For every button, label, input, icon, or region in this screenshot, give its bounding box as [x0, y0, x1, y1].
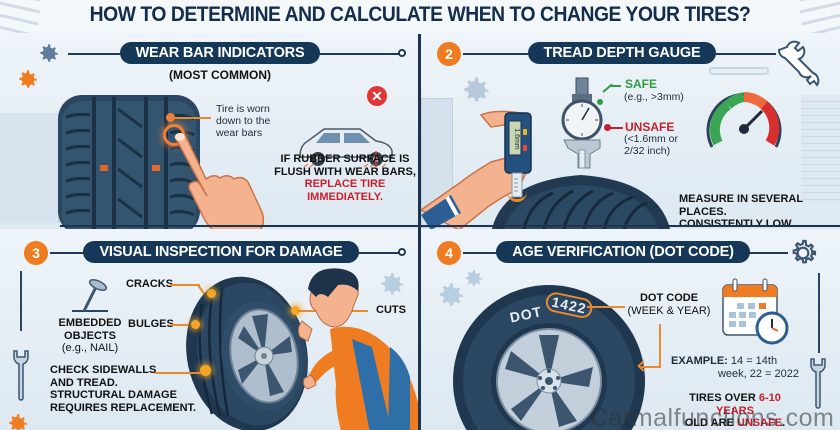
tire-wheel-illustration — [186, 276, 314, 430]
heading-connector-line — [318, 53, 400, 55]
unsafe-label: UNSAFE — [625, 120, 675, 134]
gear-icon — [381, 273, 403, 295]
caliper-icon: 1.6mm — [504, 112, 532, 198]
background-lamp — [709, 67, 769, 75]
car-icon — [299, 128, 393, 168]
heading-connector-line — [356, 252, 400, 254]
section-4-heading: AGE VERIFICATION (DOT CODE) — [496, 241, 750, 263]
heading-connector-line — [463, 252, 499, 254]
dot-example: EXAMPLE: 14 = 14th week, 22 = 2022 — [671, 355, 799, 380]
unsafe-indicator-dot — [604, 124, 611, 131]
wrench-icon — [810, 358, 826, 409]
x-mark-icon: ✕ — [367, 86, 387, 106]
section-2-note: MEASURE IN SEVERAL PLACES. CONSISTENTLY … — [679, 193, 804, 230]
age-warning: TIRES OVER 6-10 YEARS OLD ARE UNSAFE. — [684, 392, 786, 429]
heading-connector-line — [50, 252, 86, 254]
unsafe-leader — [607, 127, 623, 129]
wrench-icon — [778, 40, 820, 87]
speedometer-gauge-icon — [706, 92, 782, 148]
gear-icon — [440, 283, 463, 306]
safe-detail: (e.g., >3mm) — [624, 91, 684, 103]
section-2-heading: TREAD DEPTH GAUGE — [528, 42, 716, 64]
connector-endcap — [398, 49, 406, 57]
cuts-hotspot — [291, 306, 300, 315]
cuts-label: CUTS — [376, 304, 406, 316]
heading-connector-line — [68, 53, 124, 55]
wrench-icon — [13, 350, 29, 401]
gear-icon — [9, 414, 27, 430]
panel-wear-bar-indicators: WEAR BAR INDICATORS (MOST COMMON) Tire i… — [0, 33, 420, 230]
pointing-hand-icon — [174, 133, 265, 230]
measurement-point-highlight — [507, 192, 527, 202]
section-1-note: IF RUBBER SURFACE IS FLUSH WITH WEAR BAR… — [274, 153, 416, 203]
example-leader — [641, 366, 661, 368]
section-4-number-badge: 4 — [437, 241, 461, 265]
tire-tread-illustration — [491, 175, 671, 230]
background-garage-wall — [0, 113, 60, 223]
heading-connector-line — [714, 53, 776, 55]
callout-dot — [166, 113, 175, 122]
dial-gauge-icon — [561, 77, 603, 169]
section-1-heading: WEAR BAR INDICATORS — [120, 42, 320, 64]
section-3-note: CHECK SIDEWALLS AND TREAD. STRUCTURAL DA… — [50, 364, 197, 414]
nail-icon — [72, 278, 108, 312]
cracks-label: CRACKS — [126, 278, 174, 290]
gear-icon — [466, 270, 482, 286]
panel-visual-inspection: 3 VISUAL INSPECTION FOR DAMAGE EMBEDDED … — [0, 229, 420, 430]
gear-icon — [792, 239, 817, 264]
section-3-number-badge: 3 — [24, 241, 48, 265]
sidewall-leader — [155, 372, 201, 374]
vertical-panel-divider — [418, 34, 421, 430]
bulges-hotspot — [191, 320, 200, 329]
bulges-label: BULGES — [128, 318, 174, 330]
example-leader — [659, 324, 661, 368]
panel-tread-depth-gauge: 2 TREAD DEPTH GAUGE 1.6mm — [421, 33, 840, 230]
gear-icon — [19, 70, 37, 88]
dot-code-leader — [587, 306, 625, 308]
section-2-number-badge: 2 — [437, 42, 461, 66]
callout-leader — [171, 117, 211, 119]
tire-wheel-illustration — [453, 285, 645, 430]
heading-connector-line — [463, 53, 531, 55]
gear-icon — [464, 77, 489, 102]
mechanic-illustration — [297, 268, 418, 430]
safe-indicator-dot — [597, 99, 603, 105]
background-garage-door — [801, 95, 840, 205]
dot-code-label: DOT CODE (WEEK & YEAR) — [627, 292, 711, 317]
side-rail — [20, 271, 22, 331]
hand-holding-caliper-icon — [421, 110, 531, 230]
svg-text:1.6mm: 1.6mm — [513, 128, 520, 150]
gear-icon — [40, 44, 58, 62]
embedded-objects-label: EMBEDDED OBJECTS (e.g., NAIL) — [58, 317, 122, 354]
sidewall-hotspot — [200, 365, 211, 376]
safe-leader — [611, 85, 621, 87]
cracks-hotspot — [207, 289, 216, 298]
section-1-subheading: (MOST COMMON) — [169, 68, 271, 82]
wear-bar-callout: Tire is worn down to the wear bars — [216, 103, 271, 139]
cracks-leader — [170, 284, 200, 286]
horizontal-panel-divider — [60, 225, 840, 227]
page-title: HOW TO DETERMINE AND CALCULATE WHEN TO C… — [89, 3, 751, 26]
clock-icon — [755, 311, 789, 345]
unsafe-detail: (<1.6mm or 2/32 inch) — [624, 133, 678, 157]
heading-connector-line — [748, 252, 788, 254]
safe-label: SAFE — [625, 77, 658, 91]
panel-age-verification: 4 AGE VERIFICATION (DOT CODE) DOT 1422 — [421, 229, 840, 430]
watermark: Carmalfunctions.com — [590, 404, 835, 430]
connector-endcap — [398, 248, 406, 256]
side-rail — [818, 273, 820, 353]
section-3-heading: VISUAL INSPECTION FOR DAMAGE — [83, 241, 359, 263]
bulges-leader — [170, 324, 192, 326]
